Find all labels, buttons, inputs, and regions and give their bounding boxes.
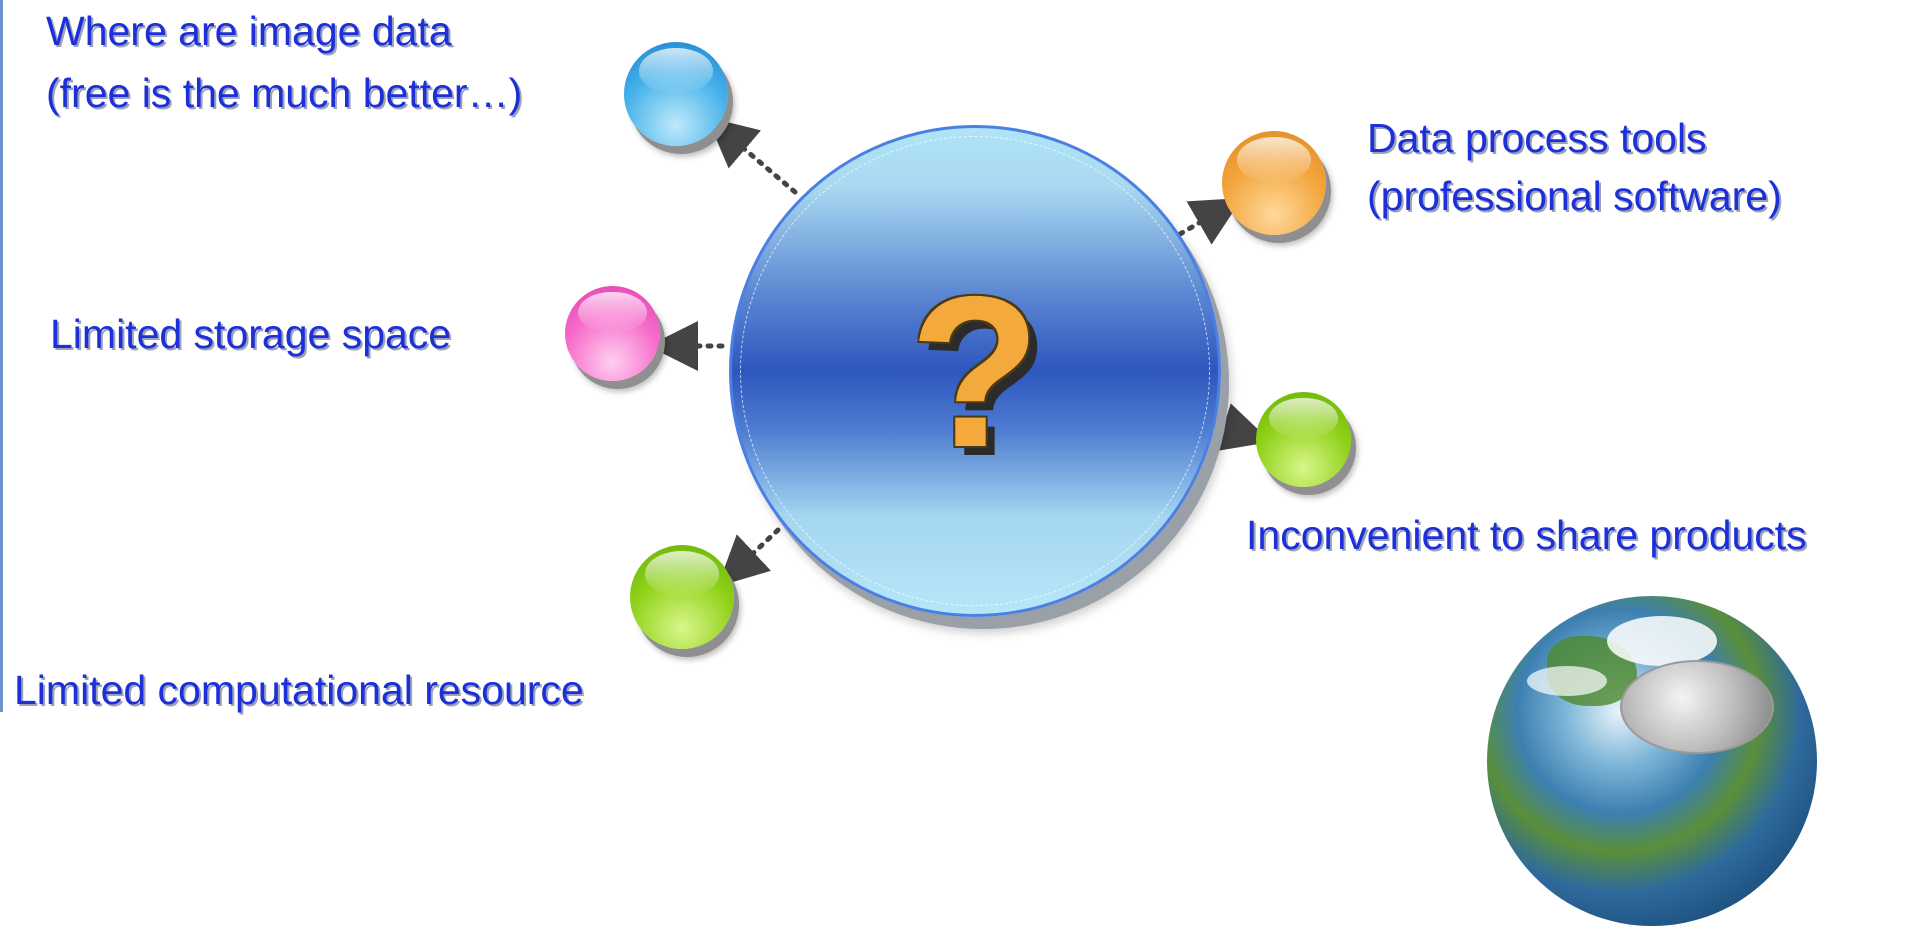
arrow-to-image-data [706,117,798,195]
globe-cloud [1527,666,1607,696]
arrow-to-tools [1177,197,1243,245]
central-question-hub: ? [729,125,1221,617]
label-compute: Limited computational resource [14,667,584,713]
orb-image-data [624,42,728,146]
satellite-dish-icon [1620,660,1774,754]
orb-tools [1222,131,1326,235]
globe-cloud [1607,616,1717,666]
label-tools-line1: Data process tools [1367,115,1707,161]
label-tools-line2: (professional software) [1367,173,1782,219]
question-mark: ? [909,250,1041,492]
orb-storage [565,286,660,381]
label-image-data-line1: Where are image data [46,8,452,54]
label-image-data-line2: (free is the much better…) [46,70,523,116]
orb-share [1256,392,1351,487]
hub-inner-ring [740,136,1210,606]
globe-icon [1487,596,1817,926]
connector-arrows [648,117,1272,587]
label-share: Inconvenient to share products [1246,512,1807,558]
slide-left-rule [0,0,3,712]
arrow-to-compute [717,527,781,587]
label-storage: Limited storage space [50,311,452,357]
orb-compute [630,545,734,649]
arrow-to-share [1210,403,1272,452]
